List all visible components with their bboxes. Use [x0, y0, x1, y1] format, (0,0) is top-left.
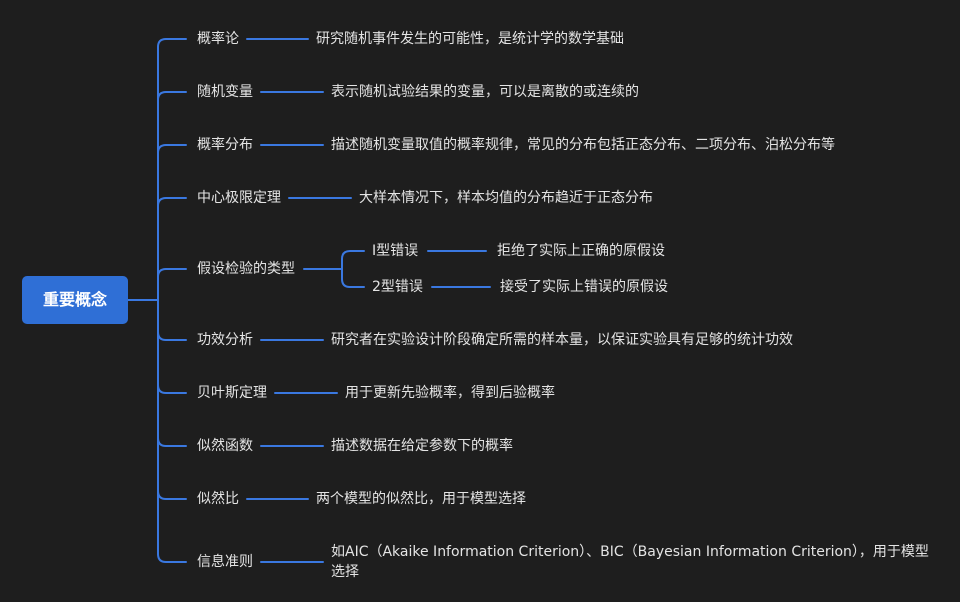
branch-elbow-2 [157, 144, 187, 154]
subbranch-type-1-error[interactable]: I型错误 [372, 243, 419, 259]
branch-elbow-5 [157, 331, 187, 341]
desc-type-1-error: 拒绝了实际上正确的原假设 [497, 243, 665, 259]
branch-information-criterion[interactable]: 信息准则 [197, 554, 253, 570]
branch-elbow-7 [157, 437, 187, 447]
desc-likelihood-ratio: 两个模型的似然比，用于模型选择 [316, 491, 526, 507]
branch-elbow-9 [157, 553, 187, 563]
branch-probability-theory[interactable]: 概率论 [197, 31, 239, 47]
branch-elbow-8 [157, 490, 187, 500]
branch-random-variable[interactable]: 随机变量 [197, 84, 253, 100]
desc-power-analysis: 研究者在实验设计阶段确定所需的样本量，以保证实验具有足够的统计功效 [331, 332, 793, 348]
sub-elbow-0 [341, 250, 365, 260]
branch-hypothesis-test-types[interactable]: 假设检验的类型 [197, 261, 295, 277]
branch-central-limit-theorem[interactable]: 中心极限定理 [197, 190, 281, 206]
branch-elbow-6 [157, 384, 187, 394]
desc-bayes-theorem: 用于更新先验概率，得到后验概率 [345, 385, 555, 401]
desc-random-variable: 表示随机试验结果的变量，可以是离散的或连续的 [331, 84, 639, 100]
desc-information-criterion: 如AIC（Akaike Information Criterion）、BIC（B… [331, 544, 929, 580]
branch-elbow-4 [157, 268, 187, 278]
branch-elbow-3 [157, 197, 187, 207]
root-node[interactable]: 重要概念 [22, 276, 128, 324]
branch-bayes-theorem[interactable]: 贝叶斯定理 [197, 385, 267, 401]
desc-central-limit-theorem: 大样本情况下，样本均值的分布趋近于正态分布 [359, 190, 653, 206]
desc-probability-distribution: 描述随机变量取值的概率规律，常见的分布包括正态分布、二项分布、泊松分布等 [331, 137, 835, 153]
desc-type-2-error: 接受了实际上错误的原假设 [500, 279, 668, 295]
branch-elbow-1 [157, 91, 187, 101]
branch-likelihood-function[interactable]: 似然函数 [197, 438, 253, 454]
desc-likelihood-function: 描述数据在给定参数下的概率 [331, 438, 513, 454]
desc-probability-theory: 研究随机事件发生的可能性，是统计学的数学基础 [316, 31, 624, 47]
subbranch-type-2-error[interactable]: 2型错误 [372, 279, 423, 295]
branch-probability-distribution[interactable]: 概率分布 [197, 137, 253, 153]
branch-power-analysis[interactable]: 功效分析 [197, 332, 253, 348]
branch-likelihood-ratio[interactable]: 似然比 [197, 491, 239, 507]
branch-elbow-0 [157, 38, 187, 48]
sub-elbow-1 [341, 278, 365, 288]
